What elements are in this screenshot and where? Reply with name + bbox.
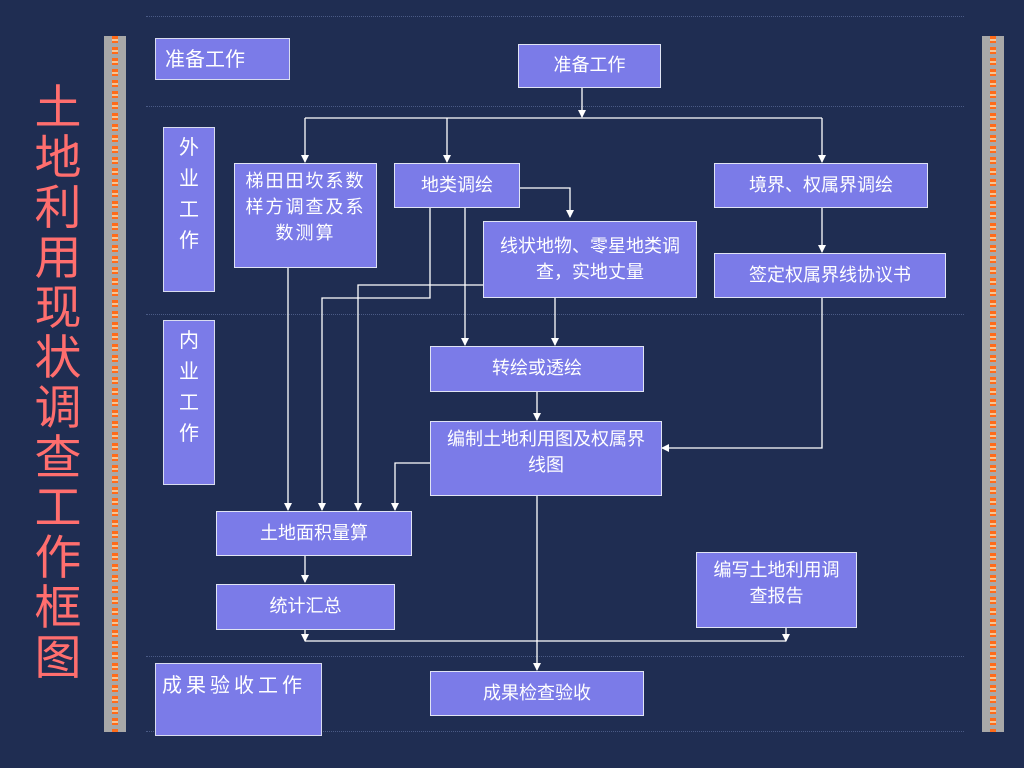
divider-bottom (146, 731, 964, 732)
divider-top (146, 16, 964, 17)
node-acceptance-check: 成果检查验收 (430, 671, 644, 716)
left-border-strip (104, 36, 126, 732)
phase-label-prep: 准备工作 (155, 38, 290, 80)
divider-prep (146, 106, 964, 107)
node-area-calculation: 土地面积量算 (216, 511, 412, 556)
node-landclass-mapping: 地类调绘 (394, 163, 520, 208)
node-statistics-summary: 统计汇总 (216, 584, 395, 630)
node-write-report: 编写土地利用调查报告 (696, 552, 857, 628)
node-compile-map: 编制土地利用图及权属界线图 (430, 421, 662, 496)
node-prep: 准备工作 (518, 44, 661, 88)
phase-label-field: 外业工作 (163, 127, 215, 292)
phase-label-office: 内业工作 (163, 320, 215, 485)
node-linear-feature-survey: 线状地物、零星地类调查，实地丈量 (483, 221, 697, 298)
node-transfer-drawing: 转绘或透绘 (430, 346, 644, 392)
node-terrace-survey: 梯田田坎系数样方调查及系数测算 (234, 163, 377, 268)
right-border-strip (982, 36, 1004, 732)
divider-office (146, 656, 964, 657)
node-boundary-agreement: 签定权属界线协议书 (714, 253, 946, 298)
node-boundary-mapping: 境界、权属界调绘 (714, 163, 928, 208)
phase-label-result: 成果验收工作 (155, 663, 322, 736)
vertical-title: 土地利用现状调查工作框图 (34, 81, 82, 686)
